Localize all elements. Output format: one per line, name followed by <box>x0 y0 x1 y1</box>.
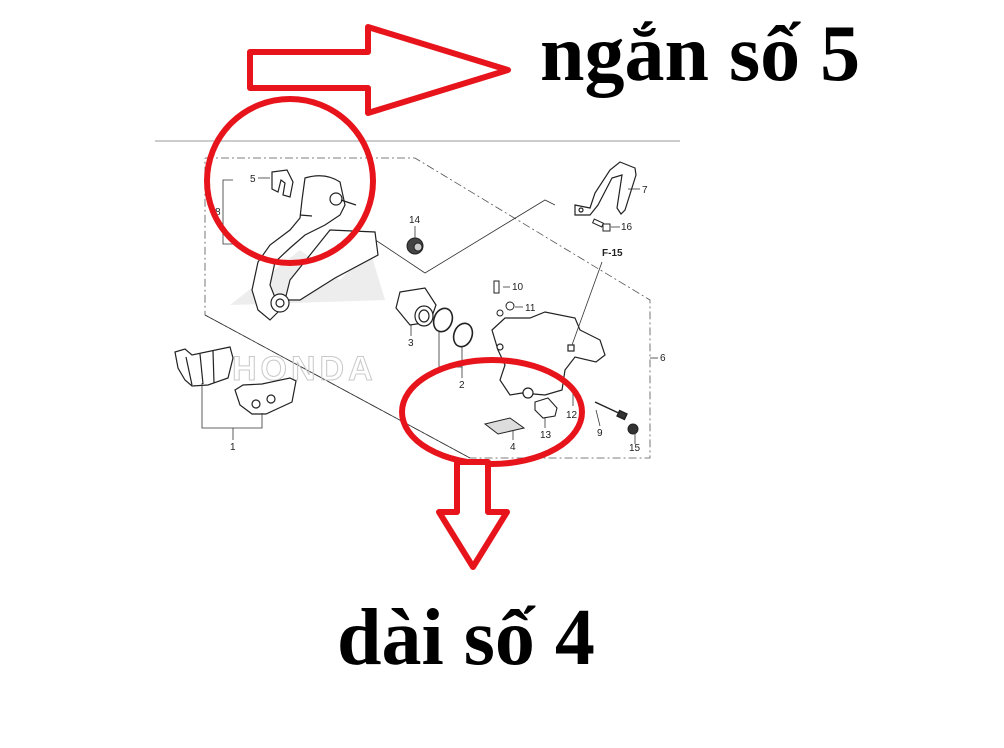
part-number-labels: 5 8 1 14 3 2 10 11 7 16 F-15 6 12 13 4 9… <box>215 174 666 454</box>
label-16: 16 <box>621 222 633 233</box>
label-6: 6 <box>660 353 666 364</box>
annotation-long-part-4: dài số 4 <box>337 594 595 682</box>
part-10-bleeder-screw <box>493 280 500 294</box>
annotation-short-part-5: ngắn số 5 <box>540 10 861 98</box>
part-7-hose-clamp <box>574 161 637 216</box>
label-10: 10 <box>512 282 524 293</box>
label-5: 5 <box>250 174 256 185</box>
arrow-right-icon <box>247 24 511 116</box>
highlight-circle-part-4 <box>399 357 585 467</box>
label-2: 2 <box>459 380 465 391</box>
part-4-pad-spring-long <box>483 417 526 435</box>
frame-inner-line <box>364 199 556 274</box>
part-8-caliper-bracket <box>251 175 379 321</box>
leader-lines <box>201 177 658 444</box>
highlight-circle-part-5 <box>204 96 376 266</box>
label-14: 14 <box>409 215 421 226</box>
label-12: 12 <box>566 410 578 421</box>
label-9: 9 <box>597 428 603 439</box>
label-7: 7 <box>642 185 648 196</box>
part-1-brake-pads <box>174 346 297 415</box>
label-1: 1 <box>230 442 236 453</box>
label-8: 8 <box>215 207 221 218</box>
part-6-caliper-body <box>491 311 606 399</box>
label-4: 4 <box>510 442 516 453</box>
label-3: 3 <box>408 338 414 349</box>
part-15-pin-cap <box>627 423 639 435</box>
part-5-pad-spring-short <box>271 169 294 198</box>
part-3-piston <box>395 287 437 327</box>
frame-diagonal <box>204 314 471 459</box>
part-16-bolt <box>591 218 611 232</box>
label-13: 13 <box>540 430 552 441</box>
label-f15: F-15 <box>602 248 623 259</box>
part-2-seals <box>432 307 474 348</box>
arrow-down-icon <box>436 459 510 570</box>
part-9-pin-bolt <box>594 401 628 421</box>
label-15: 15 <box>629 443 641 454</box>
part-13-slide-pin <box>534 397 558 419</box>
svg-text:HONDA: HONDA <box>232 350 377 388</box>
part-14-bushing <box>406 237 424 255</box>
part-11-cap <box>496 301 515 317</box>
label-11: 11 <box>525 303 536 314</box>
